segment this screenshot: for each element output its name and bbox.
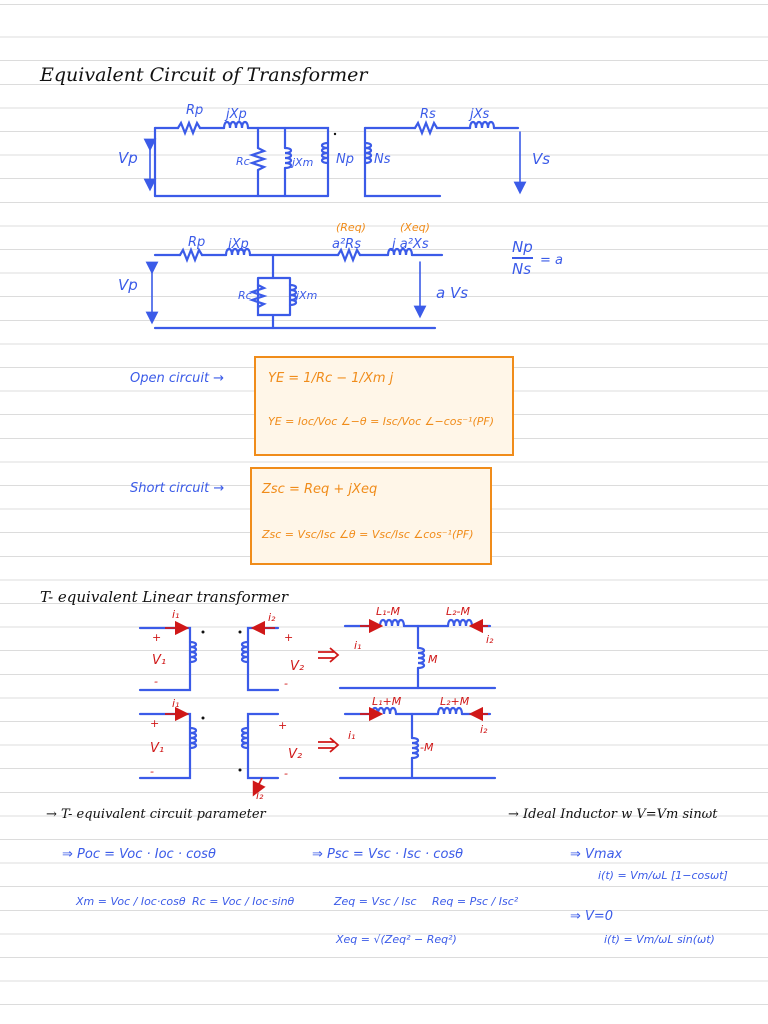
label-jxm-2: jXm (296, 289, 318, 302)
open-circuit-eq2: YE = Ioc/Voc ∠−θ = Isc/Voc ∠−cos⁻¹(PF) (268, 415, 495, 428)
short-circuit-eq2: Zsc = Vsc/Isc ∠θ = Vsc/Isc ∠cos⁻¹(PF) (262, 528, 474, 541)
ideal-i-vmax: i(t) = Vm/ωL [1−cosωt] (598, 869, 728, 882)
ideal-vmax: ⇒ Vmax (570, 847, 623, 862)
label-rc-2: Rc (238, 289, 252, 302)
open-circuit-eq1: YE = 1/Rc − 1/Xm j (268, 371, 394, 386)
current-i2-a: i₂ (268, 611, 276, 624)
label-v2-b: V₂ (288, 747, 303, 762)
t-top-m: M (428, 653, 438, 666)
param-rc: Rc = Voc / Ioc·sinθ (192, 895, 295, 908)
inductor-jxm (283, 146, 293, 170)
label-rp-2: Rp (188, 235, 206, 250)
param-poc: ⇒ Poc = Voc · Ioc · cosθ (62, 847, 216, 862)
label-ja2xs: j a²Xs (392, 237, 429, 252)
ratio-equals: = a (540, 253, 563, 268)
current-i1-b: i₁ (172, 697, 180, 710)
plus-v2-b: + (278, 719, 288, 732)
inductor-jxp (222, 120, 250, 130)
circuit1-primary (143, 120, 330, 198)
param-psc: ⇒ Psc = Vsc · Isc · cosθ (312, 847, 464, 862)
page-title: Equivalent Circuit of Transformer (40, 64, 368, 86)
t-top-i1: i₁ (354, 639, 362, 652)
circuit1-secondary (363, 120, 527, 198)
param-xm: Xm = Voc / Ioc·cosθ (76, 895, 186, 908)
t-bottom-i1: i₁ (348, 729, 356, 742)
current-arrows (165, 618, 488, 797)
open-circuit-label: Open circuit → (130, 371, 225, 386)
polarity-dots (201, 132, 337, 772)
label-req-paren: (Req) (336, 221, 366, 234)
open-circuit-box: YE = 1/Rc − 1/Xm j YE = Ioc/Voc ∠−θ = Is… (254, 356, 514, 456)
t-network-bottom (338, 706, 497, 780)
minus-v2-a: - (284, 677, 288, 690)
label-rs: Rs (420, 107, 436, 122)
label-avs: a Vs (436, 284, 469, 302)
label-a2rs: a²Rs (332, 237, 361, 252)
short-circuit-label: Short circuit → (130, 481, 225, 496)
t-bottom-l1: L₁+M (372, 695, 402, 708)
inductor-jxs (468, 120, 496, 130)
label-rp-1: Rp (186, 103, 204, 118)
t-top-i2: i₂ (486, 633, 494, 646)
resistor-rs (413, 120, 439, 136)
plus-v1-b: + (150, 717, 160, 730)
ideal-v0: ⇒ V=0 (570, 909, 614, 924)
plus-v1-a: + (152, 631, 162, 644)
short-circuit-eq1: Zsc = Req + jXeq (262, 482, 378, 497)
plus-v2-a: + (284, 631, 294, 644)
ideal-inductor-title: → Ideal Inductor w V=Vm sinωt (508, 807, 718, 822)
label-vp-1: Vp (118, 149, 138, 167)
label-jxp-2: jXp (228, 237, 249, 252)
label-np: Np (336, 152, 354, 167)
resistor-rp (176, 120, 202, 136)
ratio-denominator: Ns (512, 260, 532, 278)
label-ns: Ns (374, 152, 391, 167)
t-bottom-l2: L₂+M (440, 695, 470, 708)
ratio-numerator: Np (512, 240, 533, 259)
current-i1-a: i₁ (172, 608, 180, 621)
label-xeq-paren: (Xeq) (400, 221, 430, 234)
t-top-l2: L₂-M (446, 605, 470, 618)
param-zeq: Zeq = Vsc / Isc (334, 895, 417, 908)
current-i2-b: i₂ (256, 789, 264, 802)
label-rc-1: Rc (236, 155, 250, 168)
minus-v1-a: - (154, 675, 158, 688)
label-vp-2: Vp (118, 276, 138, 294)
label-v1-a: V₁ (152, 653, 167, 668)
ideal-i-v0: i(t) = Vm/ωL sin(ωt) (604, 933, 715, 946)
label-jxp-1: jXp (226, 107, 247, 122)
label-v1-b: V₁ (150, 741, 165, 756)
t-top-l1: L₁-M (376, 605, 400, 618)
label-jxm-1: jXm (292, 156, 314, 169)
label-jxs: jXs (470, 107, 490, 122)
param-xeq: Xeq = √(Zeq² − Req²) (336, 933, 457, 946)
circuit2 (145, 247, 444, 330)
t-equiv-title: T- equivalent Linear transformer (40, 588, 289, 606)
short-circuit-box: Zsc = Req + jXeq Zsc = Vsc/Isc ∠θ = Vsc/… (250, 467, 492, 565)
param-req: Req = Psc / Isc² (432, 895, 519, 908)
minus-v1-b: - (150, 765, 154, 778)
minus-v2-b: - (284, 767, 288, 780)
t-network-top (338, 618, 497, 690)
params-title: → T- equivalent circuit parameter (46, 807, 266, 822)
t-bottom-m: -M (420, 741, 434, 754)
label-vs: Vs (532, 150, 551, 168)
resistor-rc (248, 146, 268, 172)
t-bottom-i2: i₂ (480, 723, 488, 736)
label-v2-a: V₂ (290, 659, 305, 674)
